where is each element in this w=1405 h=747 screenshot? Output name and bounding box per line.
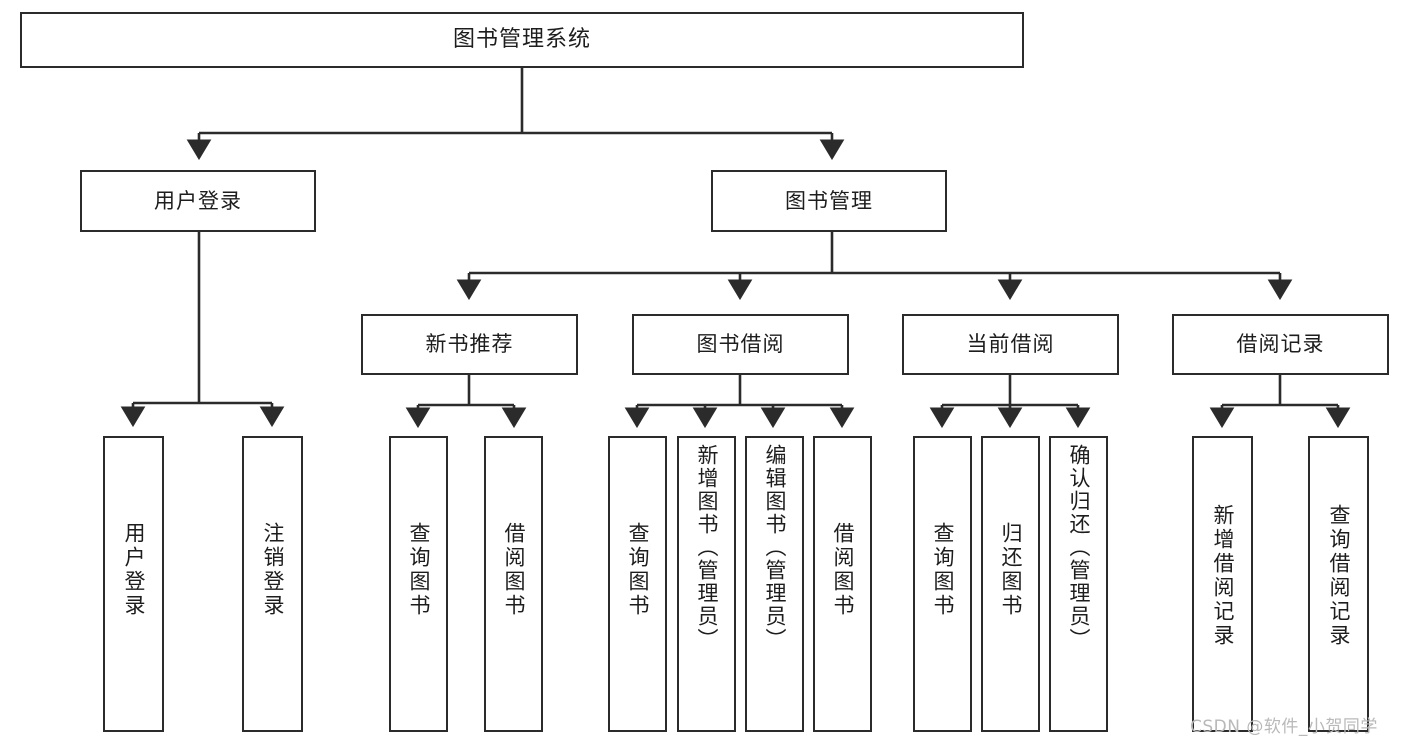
node-book-borrow[interactable]: 图书借阅	[632, 314, 849, 375]
node-current-borrow[interactable]: 当前借阅	[902, 314, 1119, 375]
node-root-system[interactable]: 图书管理系统	[20, 12, 1024, 68]
node-label: 当前借阅	[966, 332, 1055, 357]
node-label: 注销登录	[261, 522, 285, 618]
node-label: 查询图书	[931, 522, 955, 618]
leaf-borrow-book-rec[interactable]: 借阅图书	[484, 436, 543, 732]
leaf-logout-login[interactable]: 注销登录	[242, 436, 303, 732]
node-label: 用户登录	[154, 188, 242, 213]
node-label: 查询图书	[407, 522, 431, 618]
node-label: 新增图书（管理员）	[695, 444, 719, 651]
node-borrow-record[interactable]: 借阅记录	[1172, 314, 1389, 375]
node-label: 用户登录	[122, 522, 146, 618]
node-label: 图书管理系统	[452, 27, 591, 53]
node-label: 图书借阅	[696, 332, 785, 357]
node-label: 借阅记录	[1236, 332, 1325, 357]
csdn-watermark: CSDN @软件_小贺同学	[1190, 717, 1378, 737]
node-user-login[interactable]: 用户登录	[80, 170, 316, 232]
node-book-manage[interactable]: 图书管理	[711, 170, 947, 232]
node-new-book-rec[interactable]: 新书推荐	[361, 314, 578, 375]
leaf-add-borrow-record[interactable]: 新增借阅记录	[1192, 436, 1253, 732]
node-label: 查询借阅记录	[1327, 504, 1351, 648]
node-label: 编辑图书（管理员）	[763, 444, 787, 651]
node-label: 归还图书	[999, 522, 1023, 618]
node-label: 借阅图书	[831, 522, 855, 618]
node-label: 查询图书	[626, 522, 650, 618]
leaf-return-book[interactable]: 归还图书	[981, 436, 1040, 732]
leaf-query-book-current[interactable]: 查询图书	[913, 436, 972, 732]
node-label: 新书推荐	[425, 332, 514, 357]
node-label: 确认归还（管理员）	[1067, 444, 1091, 651]
node-label: 图书管理	[785, 188, 873, 213]
leaf-borrow-book[interactable]: 借阅图书	[813, 436, 872, 732]
node-label: 借阅图书	[502, 522, 526, 618]
leaf-confirm-return-admin[interactable]: 确认归还（管理员）	[1049, 436, 1108, 732]
leaf-query-book-borrow[interactable]: 查询图书	[608, 436, 667, 732]
leaf-add-book-admin[interactable]: 新增图书（管理员）	[677, 436, 736, 732]
leaf-user-login[interactable]: 用户登录	[103, 436, 164, 732]
leaf-query-borrow-record[interactable]: 查询借阅记录	[1308, 436, 1369, 732]
node-label: 新增借阅记录	[1211, 504, 1235, 648]
leaf-edit-book-admin[interactable]: 编辑图书（管理员）	[745, 436, 804, 732]
leaf-query-book-rec[interactable]: 查询图书	[389, 436, 448, 732]
